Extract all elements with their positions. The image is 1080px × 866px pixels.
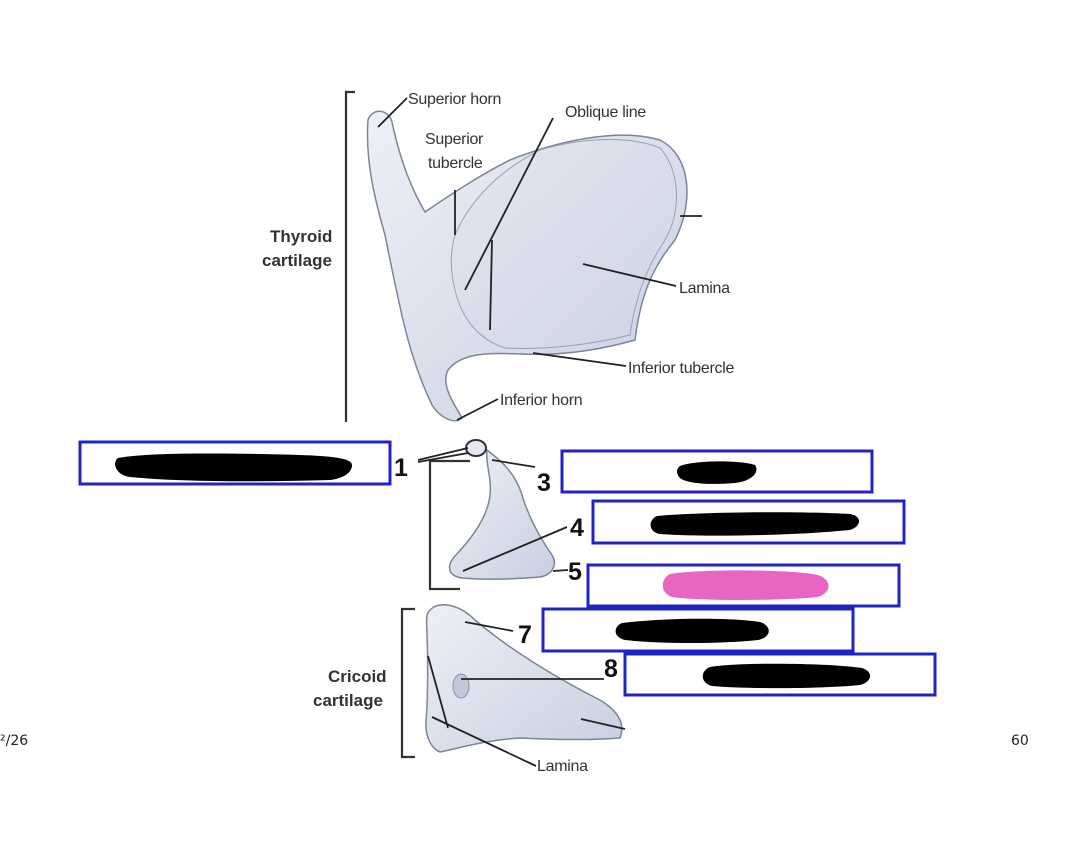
number-3-label: 3 — [537, 469, 551, 497]
superior-horn-label: Superior horn — [408, 91, 501, 108]
cricoid-leader-lines — [427, 621, 626, 767]
answer-box-1[interactable] — [78, 440, 392, 486]
answer-box-8[interactable] — [623, 652, 937, 697]
redaction-mark — [115, 453, 352, 482]
cricoid-cartilage-label-line2: cartilage — [313, 691, 383, 710]
number-4-label: 4 — [570, 514, 584, 542]
arytenoid-leader-lines — [417, 447, 569, 572]
thyroid-cartilage-label-line2: cartilage — [262, 251, 332, 270]
inferior-tubercle-label: Inferior tubercle — [628, 360, 734, 377]
number-7-label: 7 — [518, 621, 532, 649]
thyroid-cartilage-label-line1: Thyroid — [270, 227, 332, 246]
inferior-horn-label: Inferior horn — [500, 392, 582, 409]
thyroid-cartilage-shape — [366, 110, 688, 422]
cricoid-cartilage-label-line1: Cricoid — [328, 667, 387, 686]
arytenoid-bracket — [428, 459, 470, 591]
arytenoid-cartilage-shape — [448, 439, 556, 580]
superior-tubercle-label-line2: tubercle — [428, 155, 483, 172]
lamina-label-thyroid: Lamina — [679, 280, 730, 297]
number-1-label: 1 — [394, 454, 408, 482]
redaction-mark — [650, 512, 859, 536]
oblique-line-label: Oblique line — [565, 104, 646, 121]
number-5-label: 5 — [568, 558, 582, 586]
superior-tubercle-label-line1: Superior — [425, 131, 484, 148]
number-8-label: 8 — [604, 655, 618, 683]
answer-box-3[interactable] — [560, 449, 874, 494]
highlight-mark — [662, 570, 829, 600]
slide-page-number: 60 — [1011, 733, 1029, 749]
cricoid-bracket — [400, 607, 415, 759]
redaction-mark — [702, 663, 871, 689]
thyroid-leader-lines — [377, 97, 702, 421]
thyroid-bracket — [344, 90, 355, 422]
answer-box-5[interactable] — [586, 563, 901, 608]
answer-box-7[interactable] — [541, 607, 855, 653]
lamina-label-cricoid: Lamina — [537, 758, 588, 775]
redaction-mark — [677, 461, 757, 484]
redaction-mark — [615, 618, 769, 643]
footer-date-fragment: ²/26 — [0, 733, 28, 749]
answer-box-4[interactable] — [591, 499, 906, 545]
